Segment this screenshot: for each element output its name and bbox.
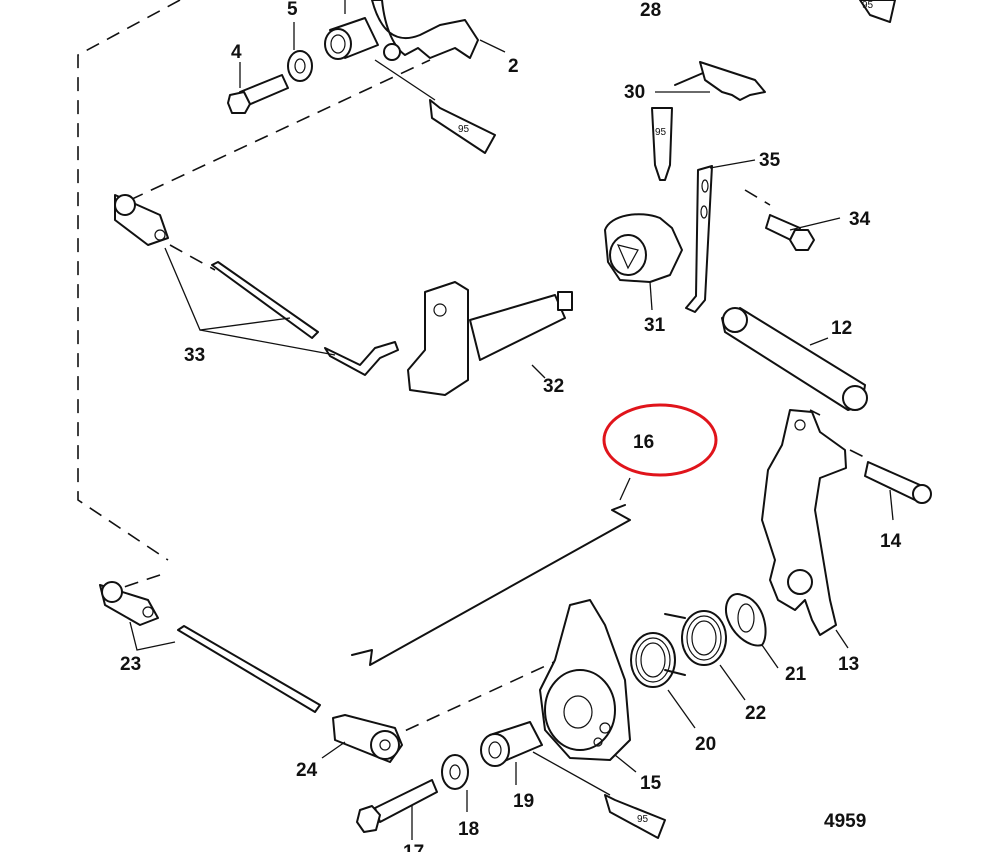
assembly-lines [77, 0, 871, 741]
label-part-12[interactable]: 12 [831, 318, 852, 339]
highlight-ring-part-16 [602, 403, 718, 477]
svg-text:95: 95 [862, 0, 874, 11]
label-part-35[interactable]: 35 [759, 150, 781, 171]
label-part-31[interactable]: 31 [644, 315, 666, 336]
part-21-washer [724, 593, 767, 647]
part-15-cam [539, 599, 631, 761]
part-33-rod [211, 261, 319, 339]
part-16-rod [351, 504, 631, 666]
label-part-21[interactable]: 21 [785, 664, 807, 685]
part-34-bolt [765, 214, 815, 251]
part-20-spring [630, 632, 686, 688]
part-31-housing [604, 213, 683, 283]
part-23-clevis [99, 581, 159, 626]
label-part-14[interactable]: 14 [880, 531, 902, 552]
part-12-link [721, 307, 868, 411]
label-part-17[interactable]: 17 [403, 842, 424, 852]
callout-labels: 2 4 5 12 13 14 15 16 17 18 19 20 21 22 2… [120, 0, 902, 852]
sealant-tube-2: 95 [651, 107, 673, 181]
svg-text:95: 95 [637, 814, 649, 825]
sealant-tube-3: 95 [859, 0, 896, 23]
part-33-clevis-top [114, 194, 169, 246]
label-part-13[interactable]: 13 [838, 654, 859, 675]
part-17-bolt [356, 779, 438, 833]
part-32-shift-shaft [407, 281, 573, 396]
part-24-clevis [332, 714, 403, 763]
sealant-tube-4: 95 [604, 794, 666, 839]
part-23-rod [177, 625, 321, 713]
part-30-pawl [674, 61, 766, 101]
part-22-spring [664, 610, 727, 666]
leader-lines [129, 0, 894, 840]
label-part-5[interactable]: 5 [287, 0, 298, 20]
label-part-18[interactable]: 18 [458, 819, 479, 840]
part-spacer-top [324, 17, 379, 60]
label-part-32[interactable]: 32 [543, 376, 564, 397]
part-14-screw [864, 461, 932, 504]
label-part-30[interactable]: 30 [624, 82, 645, 103]
part-4-bolt [227, 74, 289, 114]
label-part-19[interactable]: 19 [513, 791, 534, 812]
part-19-spacer [480, 721, 543, 767]
part-5-washer [287, 50, 313, 82]
figure-number: 4959 [824, 811, 866, 832]
label-part-2[interactable]: 2 [508, 56, 519, 77]
part-35-bracket [685, 165, 713, 313]
label-part-16[interactable]: 16 [633, 432, 654, 453]
svg-text:95: 95 [458, 124, 470, 135]
label-part-28[interactable]: 28 [640, 0, 661, 21]
svg-text:95: 95 [655, 127, 667, 138]
label-part-24[interactable]: 24 [296, 760, 318, 781]
part-2-lever [371, 0, 479, 61]
label-part-4[interactable]: 4 [231, 42, 242, 63]
part-13-lever [761, 409, 847, 636]
label-part-33[interactable]: 33 [184, 345, 205, 366]
label-part-34[interactable]: 34 [849, 209, 871, 230]
label-part-15[interactable]: 15 [640, 773, 662, 794]
part-33-bent-rod [324, 341, 399, 376]
part-18-washer [441, 754, 469, 790]
label-part-23[interactable]: 23 [120, 654, 141, 675]
label-part-22[interactable]: 22 [745, 703, 766, 724]
sealant-tube-1: 95 [429, 99, 496, 154]
label-part-20[interactable]: 20 [695, 734, 716, 755]
